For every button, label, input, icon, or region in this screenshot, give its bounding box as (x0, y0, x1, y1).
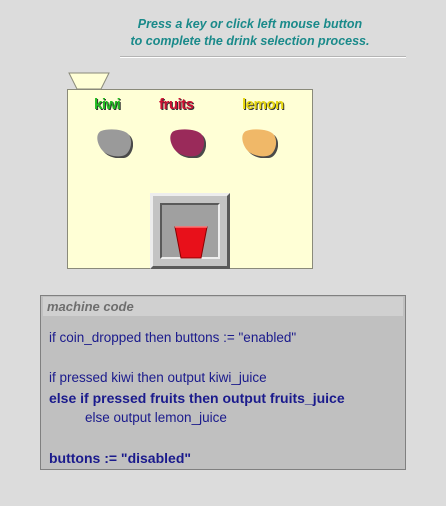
code-line-kiwi: if pressed kiwi then output kiwi_juice (49, 370, 267, 385)
vending-machine: kiwi fruits lemon (67, 89, 313, 269)
code-line-fruits: else if pressed fruits then output fruit… (49, 390, 345, 406)
drink-dispenser (150, 193, 230, 269)
cup-body (174, 226, 208, 259)
cup-icon (174, 226, 208, 259)
code-line-disabled: buttons := "disabled" (49, 450, 192, 466)
fruits-button-face (170, 129, 205, 157)
kiwi-button-face (97, 129, 132, 157)
instructions-line-2: to complete the drink selection process. (130, 34, 370, 48)
instructions-line-1: Press a key or click left mouse button (137, 17, 363, 31)
lemon-button-face (242, 129, 277, 157)
code-line-lemon: else output lemon_juice (85, 410, 227, 425)
kiwi-label: kiwi (94, 96, 121, 113)
fruits-button[interactable] (168, 126, 206, 158)
lemon-label: lemon (242, 96, 284, 113)
fruits-label: fruits (159, 96, 194, 113)
coin-slot-funnel (68, 72, 110, 90)
dispenser-slot (160, 203, 220, 259)
machine-code-title: machine code (43, 297, 403, 316)
machine-code-panel: machine code if coin_dropped then button… (40, 295, 406, 470)
kiwi-button[interactable] (95, 126, 133, 158)
code-line-coin: if coin_dropped then buttons := "enabled… (49, 330, 297, 345)
instructions: Press a key or click left mouse button t… (96, 16, 404, 50)
instructions-divider (120, 56, 406, 58)
lemon-button[interactable] (240, 126, 278, 158)
